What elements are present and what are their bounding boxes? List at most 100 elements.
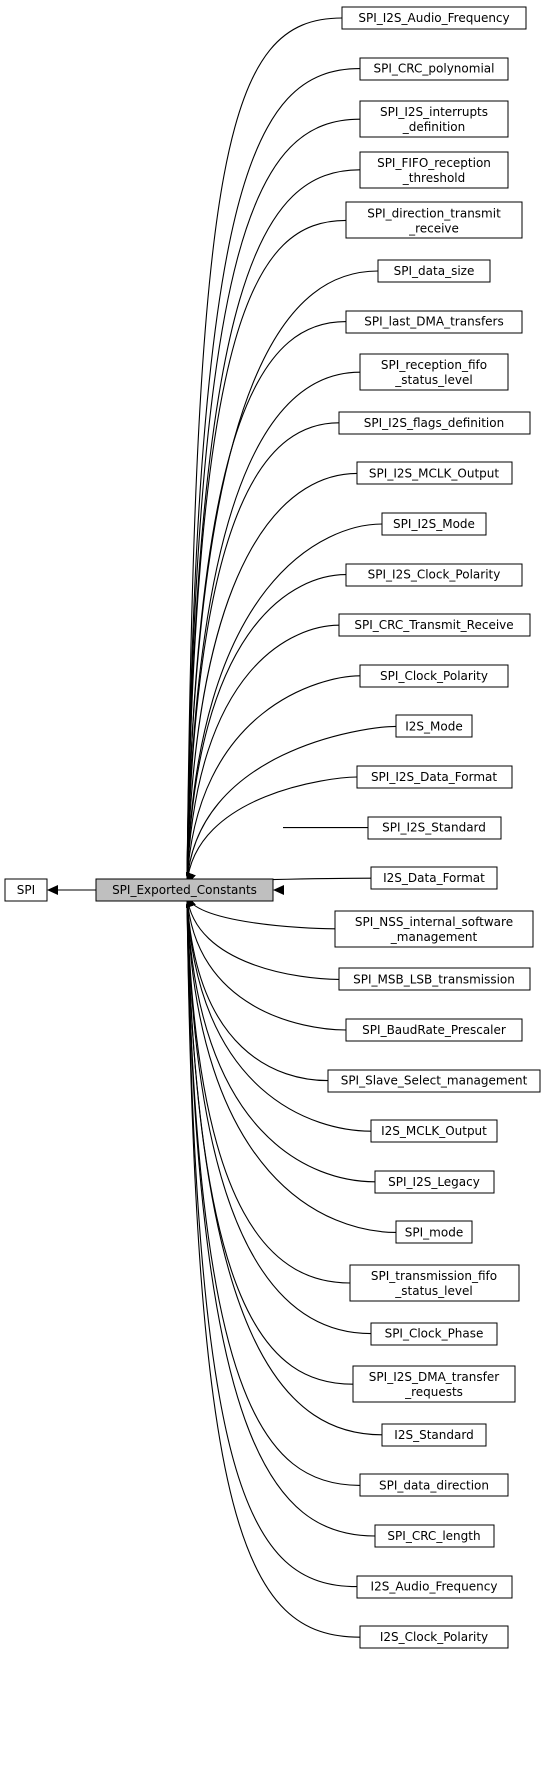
dependency-edge — [186, 895, 351, 1284]
module-node-label: SPI_NSS_internal_software — [355, 915, 513, 929]
dependency-edge — [186, 118, 361, 885]
module-node-label: SPI_data_direction — [379, 1478, 489, 1492]
module-node-label: I2S_Standard — [394, 1428, 473, 1442]
dependency-edge — [186, 895, 397, 1233]
module-node-label: I2S_Clock_Polarity — [380, 1630, 488, 1644]
dependency-edge — [186, 523, 383, 885]
dependency-edge — [186, 895, 372, 1335]
module-node-label: SPI_Clock_Phase — [385, 1327, 484, 1341]
module-node[interactable]: I2S_Clock_Polarity — [359, 1625, 509, 1649]
module-node[interactable]: SPI_mode — [395, 1220, 473, 1244]
dependency-edge — [186, 219, 347, 885]
module-node[interactable]: SPI_CRC_length — [374, 1524, 495, 1548]
module-node[interactable]: SPI_FIFO_reception_threshold — [359, 151, 509, 189]
module-node[interactable]: SPI_I2S_Legacy — [374, 1170, 495, 1194]
dependency-edge — [186, 321, 347, 885]
module-node[interactable]: SPI_I2S_DMA_transfer_requests — [352, 1365, 516, 1403]
module-node-label: SPI_CRC_length — [387, 1529, 480, 1543]
module-node-label: SPI_I2S_Data_Format — [371, 770, 497, 784]
module-node-label: _management — [390, 930, 478, 944]
module-node[interactable]: I2S_Standard — [381, 1423, 487, 1447]
module-node-label: I2S_MCLK_Output — [381, 1124, 487, 1138]
dependency-edge — [186, 895, 347, 1031]
module-node[interactable]: SPI_transmission_fifo_status_level — [349, 1264, 520, 1302]
dependency-edge — [186, 422, 340, 885]
dependency-edge — [186, 17, 343, 885]
module-node[interactable]: SPI_Clock_Phase — [370, 1322, 498, 1346]
module-node[interactable]: SPI_data_direction — [359, 1473, 509, 1497]
module-node-label: _status_level — [394, 1284, 472, 1298]
module-node-label: SPI_BaudRate_Prescaler — [362, 1023, 506, 1037]
module-node-label: SPI_mode — [405, 1225, 463, 1239]
module-node-label: SPI_direction_transmit — [367, 206, 501, 220]
module-node[interactable]: SPI_MSB_LSB_transmission — [338, 967, 531, 991]
module-node[interactable]: SPI_CRC_Transmit_Receive — [338, 613, 531, 637]
module-node-label: SPI_I2S_flags_definition — [364, 416, 504, 430]
module-node-label: _receive — [408, 221, 459, 235]
dependency-edge — [186, 472, 358, 885]
module-node[interactable]: SPI_CRC_polynomial — [359, 57, 509, 81]
module-node[interactable]: SPI_I2S_MCLK_Output — [356, 461, 513, 485]
module-node-label: SPI_reception_fifo — [381, 358, 487, 372]
module-node-label: SPI_I2S_Mode — [393, 517, 475, 531]
module-node[interactable]: SPI_BaudRate_Prescaler — [345, 1018, 523, 1042]
dependency-edge — [186, 895, 358, 1588]
module-node[interactable]: SPI_I2S_Audio_Frequency — [341, 6, 527, 30]
module-node[interactable]: SPI_I2S_Standard — [367, 816, 502, 840]
module-node[interactable]: SPI_last_DMA_transfers — [345, 310, 523, 334]
dependency-edge — [186, 776, 358, 885]
node-root[interactable]: SPI — [4, 878, 48, 902]
module-node-label: _threshold — [402, 171, 466, 185]
dependency-edge — [186, 68, 361, 885]
module-node-label: I2S_Audio_Frequency — [371, 1580, 498, 1594]
module-node-label: SPI_I2S_DMA_transfer — [369, 1370, 499, 1384]
module-node-label: SPI_CRC_polynomial — [374, 62, 495, 76]
arrowhead — [273, 885, 284, 895]
node-center[interactable]: SPI_Exported_Constants — [95, 878, 274, 902]
dependency-edge — [186, 675, 361, 885]
dependency-edge — [186, 895, 376, 1537]
module-node-label: SPI_I2S_Legacy — [388, 1175, 480, 1189]
module-node[interactable]: SPI_Slave_Select_management — [327, 1069, 541, 1093]
module-node[interactable]: I2S_Audio_Frequency — [356, 1575, 513, 1599]
module-node-label: _definition — [402, 120, 465, 134]
module-node-label: SPI_FIFO_reception — [377, 156, 491, 170]
dependency-edge — [186, 895, 372, 1132]
dependency-edge — [186, 895, 361, 1638]
module-nodes: SPI_I2S_Audio_FrequencySPI_CRC_polynomia… — [327, 6, 541, 1649]
arrowhead — [47, 885, 58, 895]
module-node-label: SPI_Slave_Select_management — [341, 1074, 528, 1088]
module-node-label: SPI_CRC_Transmit_Receive — [354, 618, 513, 632]
module-node[interactable]: SPI_I2S_Data_Format — [356, 765, 513, 789]
module-node-label: SPI_transmission_fifo — [371, 1269, 497, 1283]
dependency-edge — [186, 895, 340, 980]
module-node-label: SPI_I2S_Clock_Polarity — [368, 568, 501, 582]
module-node[interactable]: I2S_Data_Format — [370, 866, 498, 890]
module-node-label: SPI_I2S_Audio_Frequency — [358, 11, 509, 25]
module-node[interactable]: SPI_I2S_Mode — [381, 512, 487, 536]
module-node-label: SPI_I2S_MCLK_Output — [369, 466, 499, 480]
module-node[interactable]: SPI_reception_fifo_status_level — [359, 353, 509, 391]
module-node-label: I2S_Data_Format — [383, 871, 485, 885]
module-node-label: _requests — [404, 1385, 463, 1399]
module-node[interactable]: SPI_Clock_Polarity — [359, 664, 509, 688]
module-node-label: SPI_last_DMA_transfers — [364, 315, 503, 329]
module-node[interactable]: SPI_direction_transmit_receive — [345, 201, 523, 239]
module-node-label: I2S_Mode — [405, 719, 463, 733]
module-node-label: SPI_data_size — [394, 264, 475, 278]
module-node-label: SPI_MSB_LSB_transmission — [353, 972, 515, 986]
module-node[interactable]: SPI_I2S_Clock_Polarity — [345, 563, 523, 587]
dependency-edge — [186, 895, 329, 1082]
module-node-label: _status_level — [394, 373, 472, 387]
module-node[interactable]: SPI_NSS_internal_software_management — [334, 910, 534, 948]
module-node[interactable]: I2S_MCLK_Output — [370, 1119, 498, 1143]
module-node-label: SPI_Clock_Polarity — [380, 669, 488, 683]
module-node[interactable]: SPI_data_size — [377, 259, 491, 283]
graph-edges — [47, 17, 397, 1638]
node-root-label: SPI — [17, 883, 35, 897]
dependency-edge — [186, 895, 376, 1183]
module-node[interactable]: I2S_Mode — [395, 714, 473, 738]
module-node[interactable]: SPI_I2S_interrupts_definition — [359, 100, 509, 138]
module-node[interactable]: SPI_I2S_flags_definition — [338, 411, 531, 435]
